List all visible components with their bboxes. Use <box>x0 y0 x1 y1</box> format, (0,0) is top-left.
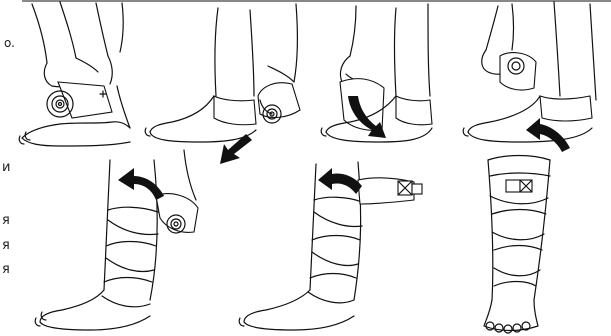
bandaged-leg-spiral-icon <box>35 150 198 330</box>
bandage-around-ankle-icon <box>145 4 300 164</box>
hand-wrapping-lower-leg-icon <box>463 2 596 152</box>
hand-guiding-bandage-icon <box>321 4 432 142</box>
bandaged-leg-with-clip-icon <box>239 162 422 330</box>
fully-bandaged-leg-icon <box>484 156 550 334</box>
hand-holding-bandage-roll-icon <box>19 2 130 146</box>
